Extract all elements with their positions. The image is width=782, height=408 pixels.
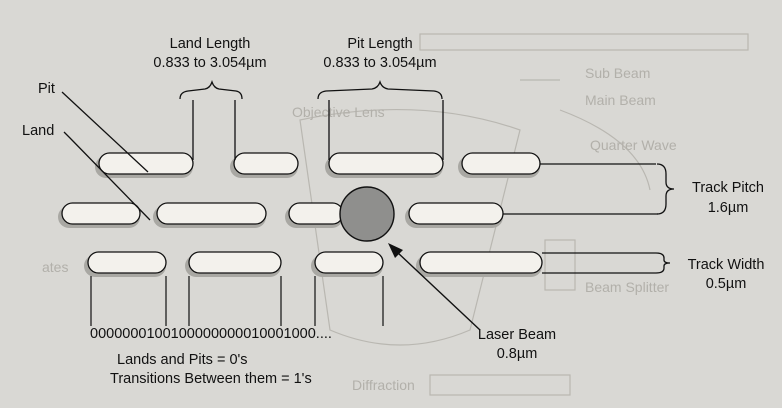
ghost-text: Sub Beam (585, 65, 650, 81)
pit (153, 202, 267, 228)
pit (185, 251, 282, 277)
ghost-text: Quarter Wave (590, 137, 677, 153)
pit (405, 202, 504, 228)
ghost-text: Objective Lens (292, 104, 385, 120)
note-lands-pits: Lands and Pits = 0's (117, 352, 248, 368)
laser-beam-value: 0.8µm (497, 346, 538, 362)
background-ghost: Sub Beam Main Beam Objective Lens Quarte… (42, 33, 749, 396)
pit-label: Pit (38, 81, 55, 97)
pit-length-range: 0.833 to 3.054µm (323, 55, 436, 71)
pit (230, 152, 299, 178)
pit (458, 152, 541, 178)
pit (95, 152, 194, 178)
pit-length-bracket (317, 79, 444, 160)
track-width-title: Track Width (688, 257, 765, 273)
ghost-text: ates (42, 259, 68, 275)
track-pitch-brace (503, 163, 675, 215)
track-width-value: 0.5µm (706, 276, 747, 292)
ghost-box-bottom (429, 374, 571, 396)
pit (58, 202, 141, 228)
land-pointer-line (63, 131, 151, 221)
track-pitch-title: Track Pitch (692, 180, 764, 196)
laser-beam-arrow (388, 243, 481, 331)
land-label: Land (22, 123, 54, 139)
pit (325, 152, 444, 178)
track-row-1 (95, 152, 541, 178)
pit (416, 251, 543, 277)
land-length-bracket (179, 79, 243, 160)
pit (311, 251, 384, 277)
laser-beam-title: Laser Beam (478, 327, 556, 343)
track-pitch-value: 1.6µm (708, 200, 749, 216)
pit (285, 202, 344, 228)
ghost-prism (299, 109, 521, 346)
ghost-frame (419, 33, 749, 51)
track-width-brace (542, 252, 671, 274)
land-length-title: Land Length (170, 36, 251, 52)
pit (84, 251, 167, 277)
laser-beam-spot (339, 186, 395, 242)
ghost-text: Beam Splitter (585, 279, 669, 295)
transition-lines (90, 276, 384, 326)
ghost-text: Diffraction (352, 377, 415, 393)
note-transitions: Transitions Between them = 1's (110, 371, 312, 387)
pit-pointer-line (61, 91, 149, 173)
track-row-3 (84, 251, 543, 277)
track-row-2 (58, 202, 504, 228)
pit-length-title: Pit Length (347, 36, 412, 52)
land-length-range: 0.833 to 3.054µm (153, 55, 266, 71)
ghost-text: Main Beam (585, 92, 656, 108)
ghost-box (544, 239, 576, 291)
ghost-curve (559, 109, 651, 191)
bit-sequence: 0000000100100000000010001000.... (90, 326, 332, 342)
